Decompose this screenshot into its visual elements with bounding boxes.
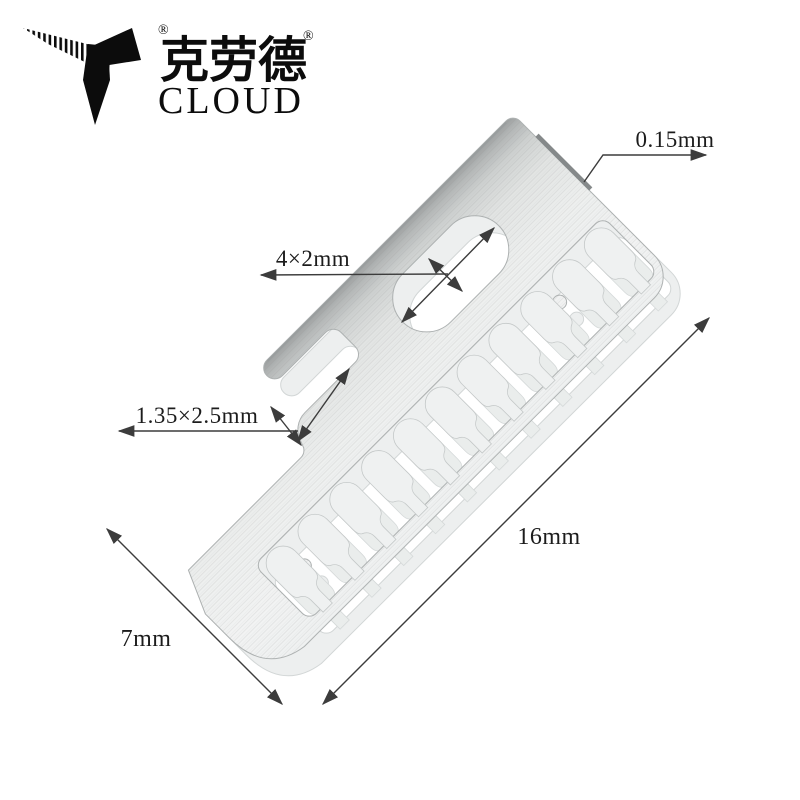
length-arrow <box>322 317 710 705</box>
side-notch-label: 1.35×2.5mm <box>136 403 259 428</box>
dim-oval-hole: 4×2mm <box>259 226 495 324</box>
thickness-label: 0.15mm <box>635 127 714 152</box>
length-label: 16mm <box>517 524 580 550</box>
dim-width: 7mm <box>106 528 283 705</box>
bird-left-wing <box>23 28 97 68</box>
dim-side-notch: 1.35×2.5mm <box>117 367 350 447</box>
bird-tail-stripes <box>97 52 110 118</box>
oval-hole-label: 4×2mm <box>276 246 350 271</box>
dim-thickness: 0.15mm <box>583 127 714 183</box>
brand-name-cn: 克劳德 <box>160 33 307 88</box>
oval-short-axis-arrow <box>427 258 464 292</box>
notch-short-arrow <box>270 405 302 447</box>
width-label: 7mm <box>121 626 172 652</box>
brand-registered-mark: ® <box>303 29 314 44</box>
dim-length: 16mm <box>322 317 710 705</box>
thickness-leader-line <box>583 149 708 183</box>
dimension-annotations: 0.15mm 4×2mm 1.35×2.5mm 16mm 7mm <box>106 127 714 705</box>
bird-logo-icon <box>23 28 141 125</box>
brand-name-en: CLOUD <box>158 80 304 122</box>
blade-top-layer <box>109 113 677 681</box>
brand-logo: ® 克劳德 ® CLOUD <box>23 23 314 125</box>
icon-registered-mark: ® <box>158 23 169 38</box>
width-arrow <box>106 528 283 705</box>
